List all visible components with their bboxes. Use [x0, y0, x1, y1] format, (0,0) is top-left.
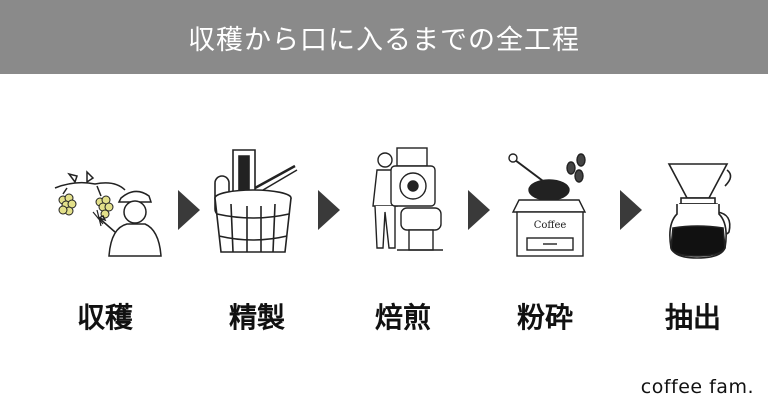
arrow-icon [468, 190, 490, 230]
brand-logo: coffee fam. [640, 376, 754, 398]
step-roasting [338, 140, 468, 260]
arrow-icon [620, 190, 642, 230]
step-label-harvest: 収穫 [76, 301, 133, 334]
step-harvest [40, 140, 170, 260]
grinder-icon: Coffee [508, 153, 587, 257]
harvest-icon [54, 170, 162, 257]
step-brewing [628, 140, 758, 260]
title-banner: 収穫から口に入るまでの全工程 [0, 0, 768, 74]
step-label-grinding: 粉砕 [516, 301, 573, 334]
arrow-icon [318, 190, 340, 230]
arrow-icon [178, 190, 200, 230]
dripper-icon [667, 163, 732, 259]
step-label-processing: 精製 [228, 301, 285, 334]
step-grinding: Coffee [480, 140, 610, 260]
grinder-label: Coffee [534, 220, 567, 231]
step-label-brewing: 抽出 [664, 301, 721, 334]
step-processing [192, 140, 322, 260]
page-title: 収穫から口に入るまでの全工程 [188, 24, 580, 56]
step-label-roasting: 焙煎 [374, 301, 431, 334]
roaster-icon [372, 147, 443, 251]
bucket-icon [214, 149, 298, 253]
